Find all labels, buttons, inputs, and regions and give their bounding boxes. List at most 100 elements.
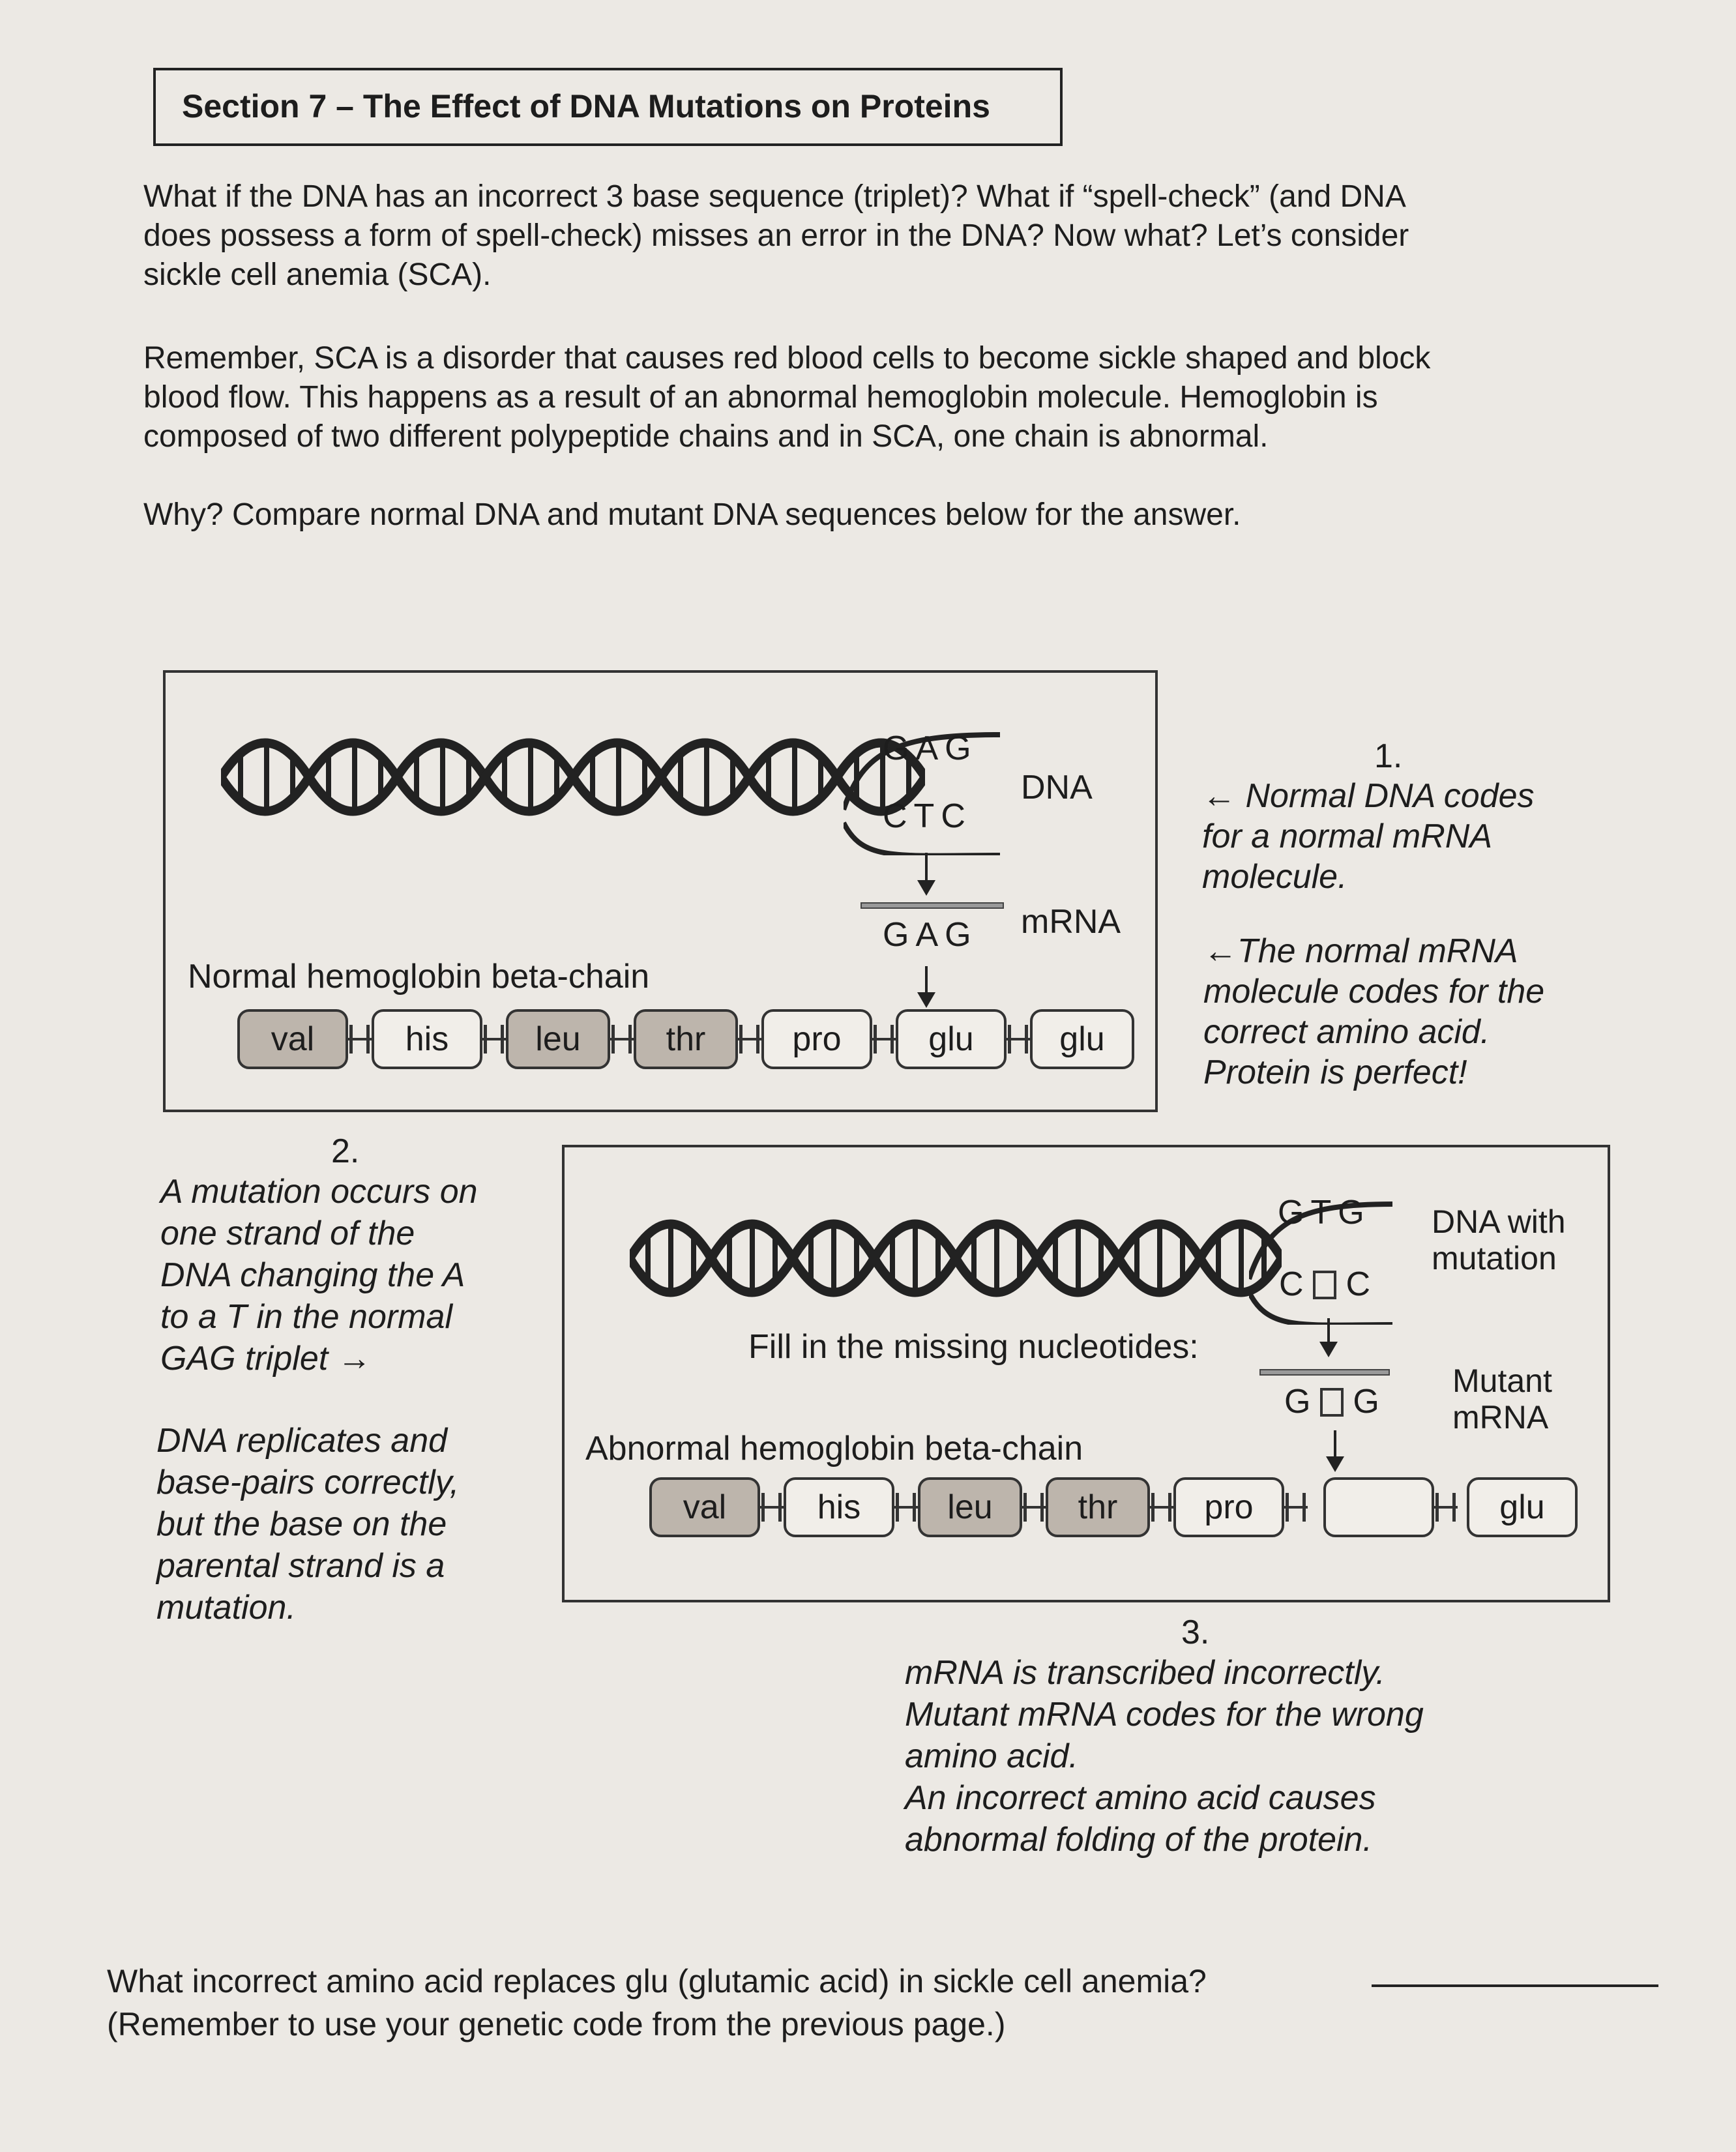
intro-p2-line3: composed of two different polypeptide ch… [143,419,1269,454]
answer-blank[interactable] [1372,1984,1658,1987]
peptide-bond [738,1025,761,1054]
mutant-arrow-1-head [1319,1342,1338,1357]
missing-dna-nucleotide-box[interactable] [1313,1271,1337,1299]
mutant-mrna-label-line2: mRNA [1452,1399,1549,1436]
mutant-arrow-2 [1334,1430,1336,1459]
note-2-line3: DNA changing the A [160,1256,465,1294]
mutant-amino-chain: val his leu thr pro glu [649,1477,1578,1537]
normal-arrow-1 [925,853,928,881]
normal-arrow-1-head [917,880,935,896]
note-3-line3: amino acid. [905,1737,1078,1775]
normal-aa-2: his [372,1009,482,1069]
note-2-line4: to a T in the normal [160,1298,452,1336]
note-3-line2: Mutant mRNA codes for the wrong [905,1696,1424,1733]
note-2-text: A mutation occurs on one strand of the D… [160,1171,478,1379]
note-1-line2: for a normal mRNA [1202,818,1492,855]
peptide-bond [1007,1025,1030,1054]
normal-aa-4: thr [634,1009,738,1069]
note-3-line4: An incorrect amino acid causes [905,1779,1376,1817]
normal-aa-7: glu [1030,1009,1134,1069]
section-title: Section 7 – The Effect of DNA Mutations … [153,68,1063,146]
note-2-number: 2. [331,1132,360,1170]
peptide-bond [760,1493,784,1522]
intro-p2-line1: Remember, SCA is a disorder that causes … [143,341,1431,376]
mutant-aa-4: thr [1046,1477,1150,1537]
note-1b-line4: Protein is perfect! [1203,1054,1467,1091]
missing-amino-acid-box[interactable] [1323,1477,1434,1537]
peptide-bond [1434,1493,1467,1522]
note-2b-line5: mutation. [156,1589,296,1627]
mutant-dna-box: GTG C C DNA with mutation Fill in the mi… [562,1145,1610,1602]
question-text: What incorrect amino acid replaces glu (… [107,1960,1207,2046]
fill-prompt: Fill in the missing nucleotides: [748,1328,1199,1366]
note-3-text: mRNA is transcribed incorrectly. Mutant … [905,1652,1424,1861]
mutant-mrna-right: G [1353,1383,1379,1421]
normal-mrna-label: mRNA [1021,903,1121,941]
note-3-number: 3. [1181,1614,1210,1651]
normal-mrna-triplet: GAG [883,916,978,954]
intro-paragraph-1: What if the DNA has an incorrect 3 base … [143,177,1578,295]
mutant-dna-label-line2: mutation [1432,1240,1557,1276]
mutant-aa-7: glu [1467,1477,1578,1537]
normal-dna-box: GAG CTC DNA GAG mRNA Normal hemoglobin b… [163,670,1158,1112]
note-1-text: ← Normal DNA codes for a normal mRNA mol… [1202,776,1535,897]
note-1b-line3: correct amino acid. [1203,1013,1490,1051]
normal-aa-1: val [237,1009,348,1069]
question-line1: What incorrect amino acid replaces glu (… [107,1963,1207,1999]
peptide-bond [872,1025,896,1054]
note-2b-line3: but the base on the [156,1505,447,1543]
note-2b-line4: parental strand is a [156,1547,445,1585]
question-line2: (Remember to use your genetic code from … [107,2006,1006,2042]
intro-p2-line2: blood flow. This happens as a result of … [143,380,1378,415]
note-1-text-2: ←The normal mRNA molecule codes for the … [1203,931,1544,1093]
intro-p1-line2: does possess a form of spell-check) miss… [143,218,1409,253]
mutant-mrna-left: G [1284,1383,1311,1421]
mutant-strand-split [1249,1201,1393,1325]
normal-aa-6: glu [896,1009,1007,1069]
normal-dna-bottom-triplet: CTC [883,797,972,835]
normal-arrow-2-head [917,992,935,1008]
peptide-bond [1150,1493,1173,1522]
mutant-dna-top-triplet: GTG [1278,1194,1371,1231]
normal-aa-3: leu [506,1009,610,1069]
normal-aa-5: pro [761,1009,872,1069]
mutant-aa-5: pro [1173,1477,1284,1537]
mutant-dna-helix [630,1219,1282,1297]
mutant-arrow-2-head [1326,1456,1344,1472]
note-1b-line1: ←The normal mRNA [1203,932,1518,970]
mutant-mrna-strand [1259,1369,1390,1376]
peptide-bond [1284,1493,1323,1522]
normal-chain-label: Normal hemoglobin beta-chain [188,958,650,995]
mutant-aa-2: his [784,1477,894,1537]
mutant-dna-bottom-triplet: C C [1279,1265,1370,1304]
note-1b-line2: molecule codes for the [1203,973,1545,1010]
normal-strand-split [844,732,1001,855]
note-2-line2: one strand of the [160,1215,415,1252]
mutant-dna-label-line1: DNA with [1432,1203,1566,1240]
mutant-mrna-triplet: G G [1284,1382,1379,1421]
missing-mrna-nucleotide-box[interactable] [1319,1388,1344,1417]
intro-p1-line1: What if the DNA has an incorrect 3 base … [143,179,1406,214]
mutant-dna-bottom-right: C [1346,1265,1371,1303]
note-2-text-2: DNA replicates and base-pairs correctly,… [156,1420,459,1629]
peptide-bond [1022,1493,1046,1522]
normal-dna-helix [221,738,925,816]
peptide-bond [610,1025,634,1054]
intro-paragraph-3: Why? Compare normal DNA and mutant DNA s… [143,497,1241,532]
intro-paragraph-2: Remember, SCA is a disorder that causes … [143,339,1578,456]
note-1-line1: ← Normal DNA codes [1202,777,1535,815]
mutant-mrna-label-line1: Mutant [1452,1363,1552,1399]
note-2b-line2: base-pairs correctly, [156,1464,460,1501]
mutant-aa-1: val [649,1477,760,1537]
note-2-line5: GAG triplet → [160,1340,372,1378]
intro-p1-line3: sickle cell anemia (SCA). [143,258,492,292]
normal-dna-top-triplet: GAG [883,730,978,767]
peptide-bond [894,1493,918,1522]
mutant-chain-label: Abnormal hemoglobin beta-chain [585,1430,1083,1467]
peptide-bond [348,1025,372,1054]
note-3-line5: abnormal folding of the protein. [905,1821,1372,1859]
mutant-arrow-1 [1327,1318,1330,1344]
note-3-line1: mRNA is transcribed incorrectly. [905,1654,1385,1692]
note-2-line1: A mutation occurs on [160,1173,478,1211]
normal-arrow-2 [925,966,928,995]
